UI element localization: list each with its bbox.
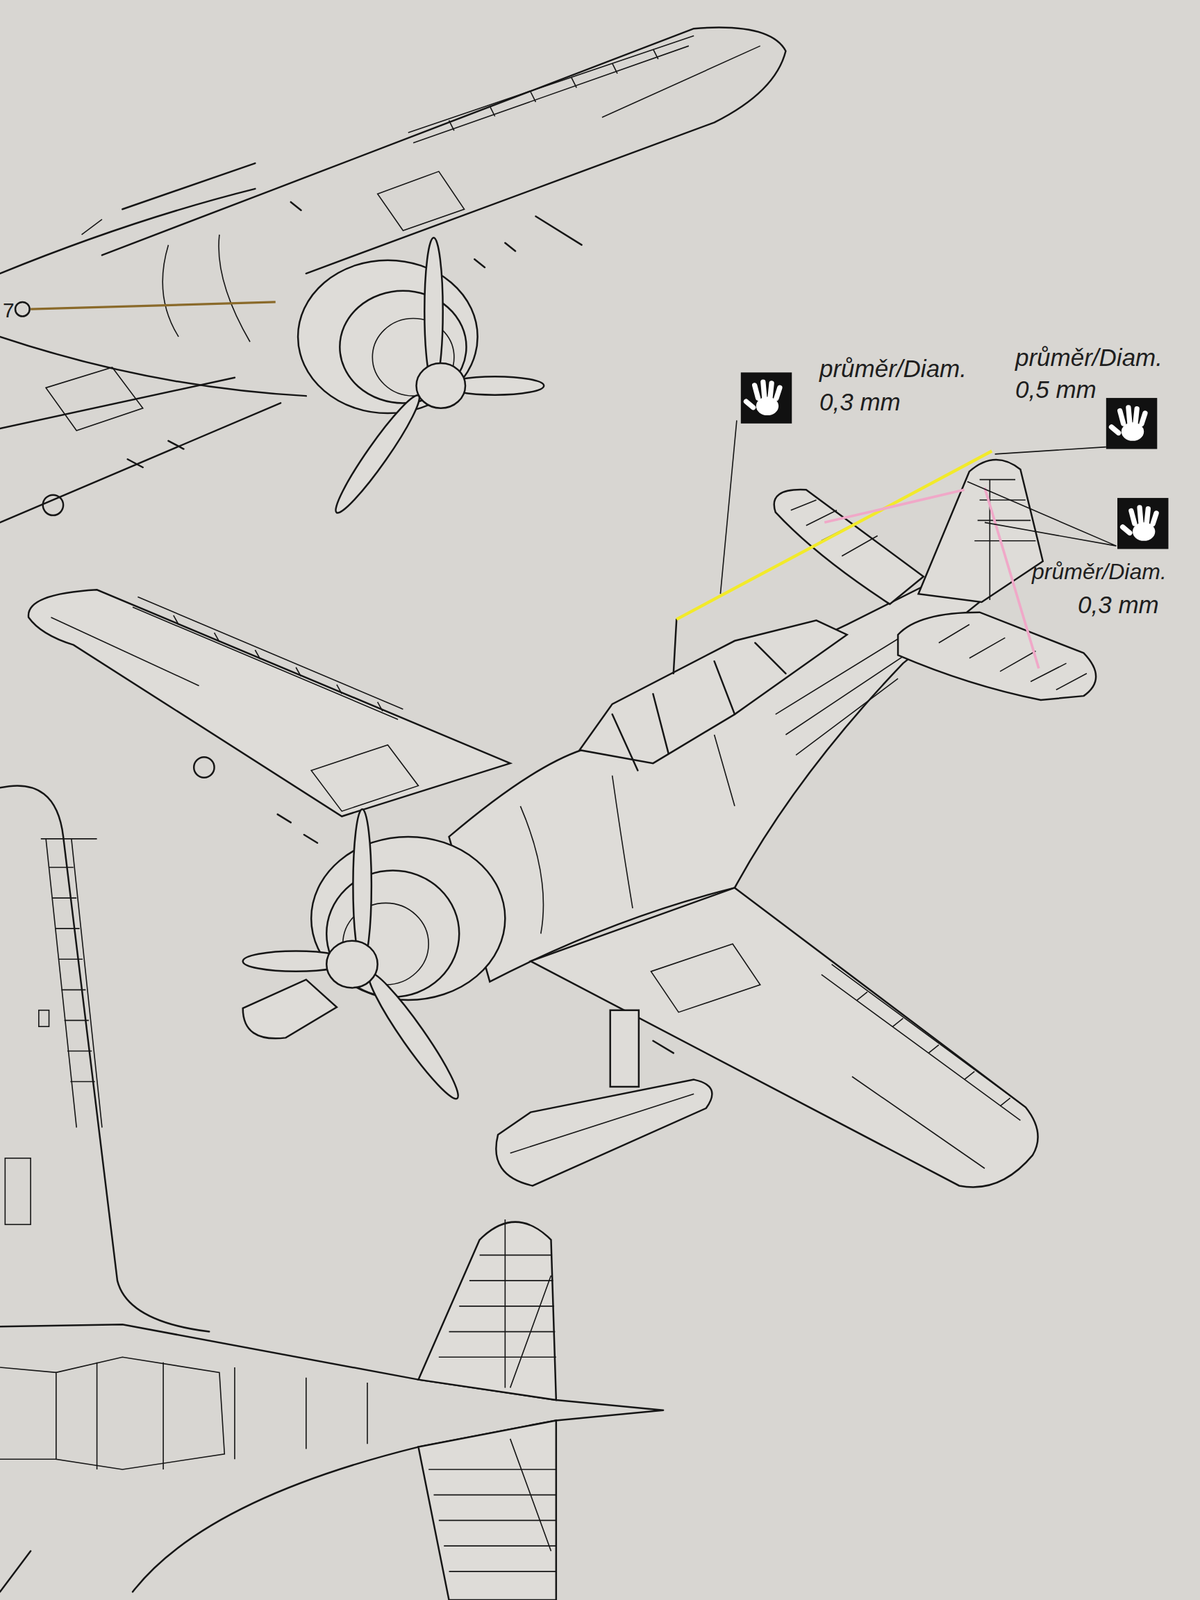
- control-surface-hatching: [428, 1219, 557, 1572]
- main-aircraft-view: [28, 372, 1169, 1187]
- plan-fuselage: [0, 1324, 664, 1592]
- plan-stabilizer: [418, 1420, 556, 1600]
- callout-number: 7: [2, 298, 15, 322]
- spinner: [416, 363, 466, 409]
- antenna-wire: [676, 450, 992, 619]
- flap-lines: [40, 838, 103, 1128]
- hand-symbol: [1106, 397, 1157, 449]
- callout-circle: [15, 302, 30, 317]
- flap-lines: [408, 35, 694, 143]
- upper-aircraft-view: [0, 27, 786, 523]
- canopy-frames: [612, 643, 787, 771]
- rigging-wire: [824, 489, 964, 523]
- canopy: [579, 620, 848, 764]
- wing-line: [50, 617, 199, 686]
- right-stabilizer: [897, 612, 1096, 700]
- cowling: [297, 260, 478, 414]
- propeller-blade: [328, 389, 428, 519]
- fuselage-panels: [81, 219, 250, 342]
- flap-lines: [821, 964, 1026, 1121]
- drop-tank: [193, 756, 214, 778]
- plan-cockpit-frames: [0, 1362, 368, 1470]
- wing-line: [852, 1076, 985, 1169]
- propeller-blade: [360, 966, 467, 1105]
- nose-ski: [243, 979, 337, 1039]
- wing-panel: [650, 943, 760, 1012]
- plan-wing: [0, 785, 210, 1592]
- left-stabilizer: [774, 489, 924, 605]
- diameter-label: průměr/Diam.: [1015, 344, 1163, 372]
- control-surface-hatching: [790, 479, 1087, 691]
- cowling: [311, 836, 505, 1000]
- left-wing: [28, 589, 511, 816]
- wing-guns: [277, 814, 318, 844]
- wing-panel: [45, 367, 144, 431]
- diameter-value: 0,3 mm: [819, 388, 901, 416]
- spinner: [326, 940, 378, 989]
- rigging-wire: [984, 487, 1039, 669]
- diameter-value: 0,3 mm: [1077, 591, 1160, 619]
- ski-detail: [510, 1093, 694, 1153]
- ski-strut: [610, 1010, 639, 1087]
- hand-symbol: [740, 372, 792, 423]
- cowling-ring: [326, 870, 460, 997]
- wing-line: [602, 45, 761, 118]
- main-ski: [495, 1079, 712, 1187]
- wing-panel: [311, 745, 419, 812]
- antenna-mast: [673, 619, 677, 674]
- plan-stabilizer: [418, 1222, 556, 1400]
- fuselage: [0, 163, 307, 396]
- plan-cockpit: [56, 1356, 225, 1470]
- plan-view: [0, 785, 664, 1600]
- hand-symbol: [1117, 497, 1169, 549]
- far-wing: [102, 27, 786, 274]
- wing-gun: [652, 1040, 673, 1054]
- diameter-value: 0,5 mm: [1015, 376, 1097, 404]
- near-wing: [0, 377, 281, 523]
- flap-lines: [132, 597, 403, 720]
- wing-detail: [38, 1010, 50, 1028]
- wing-guns: [127, 440, 185, 468]
- diameter-label: průměr/Diam.: [1031, 559, 1167, 585]
- callout-arrow: [30, 302, 276, 310]
- wing-panel: [4, 1158, 31, 1225]
- diameter-label: průměr/Diam.: [819, 355, 967, 383]
- drop-tank: [43, 495, 64, 516]
- propeller-blade: [352, 809, 371, 962]
- wing-panel: [377, 171, 465, 231]
